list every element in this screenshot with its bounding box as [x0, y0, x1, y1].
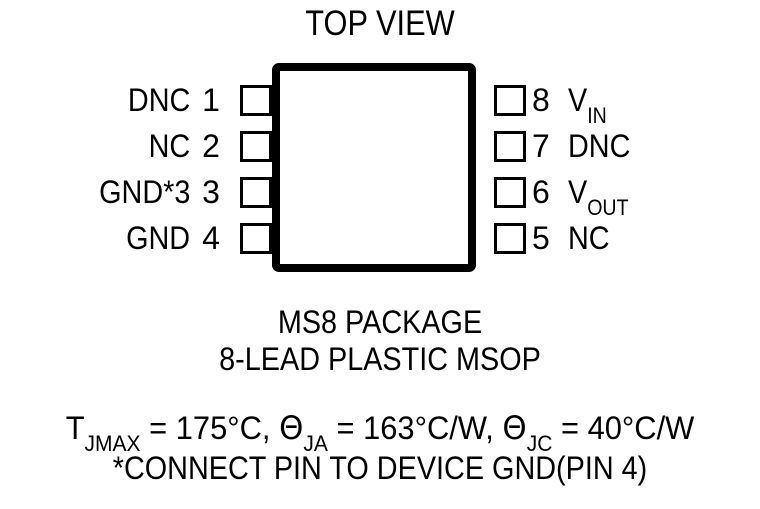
pin-number-3: 3: [202, 173, 220, 210]
pin-number-1: 1: [202, 81, 220, 118]
pin-number-7: 7: [532, 127, 550, 164]
pin-pad-1: [240, 85, 272, 116]
pin-label-row-2: NC 2: [0, 127, 228, 164]
pin-label-row-7: 7 DNC: [532, 127, 760, 164]
pin-signal-5: NC: [568, 222, 610, 254]
package-body-outline: [272, 63, 476, 272]
pin-pad-2: [240, 131, 272, 162]
tjmax-value: = 175°C,: [140, 410, 280, 446]
pin-signal-3: GND*3: [98, 173, 190, 210]
pin-signal-6-main: V: [568, 173, 588, 210]
theta-ja-symbol: Θ: [279, 409, 304, 447]
pin-signal-1: DNC: [127, 81, 190, 118]
pin-number-6: 6: [532, 173, 550, 210]
pin-pad-3: [240, 177, 272, 208]
theta-jc-value: = 40°C/W: [552, 410, 695, 446]
pin-number-8: 8: [532, 81, 550, 118]
lead-description-caption: 8-LEAD PLASTIC MSOP: [219, 341, 541, 377]
pin-number-4: 4: [202, 219, 220, 256]
pin-signal-7: DNC: [568, 130, 630, 162]
pin-signal-8-sub: IN: [587, 102, 607, 128]
pin-signal-8: VIN: [568, 81, 607, 127]
package-drawing: DNC 1 NC 2 GND*3 3 GND 4 8 VIN 7 DNC 6 V…: [0, 55, 760, 295]
pin-signal-5-main: NC: [568, 219, 610, 256]
thermal-specification: TJMAX = 175°C, ΘJA = 163°C/W, ΘJC = 40°C…: [13, 409, 746, 455]
pin-label-row-4: GND 4: [0, 219, 228, 256]
theta-ja-value: = 163°C/W,: [327, 410, 503, 446]
pin-label-row-8: 8 VIN: [532, 81, 760, 127]
pin-pad-6: [494, 177, 526, 208]
pin-pad-4: [240, 223, 272, 254]
pin-pad-7: [494, 131, 526, 162]
footnote-text: *CONNECT PIN TO DEVICE GND(PIN 4): [112, 450, 648, 486]
pin-number-2: 2: [202, 127, 220, 164]
package-name-caption: MS8 PACKAGE: [277, 304, 483, 340]
pin-signal-2: NC: [148, 127, 190, 164]
theta-ja-subscript: JA: [303, 431, 328, 457]
pin-pad-5: [494, 223, 526, 254]
pin-label-row-1: DNC 1: [0, 81, 228, 118]
diagram-title: TOP VIEW: [305, 4, 455, 43]
tjmax-symbol: T: [65, 410, 85, 446]
pin-signal-6: VOUT: [568, 173, 629, 219]
theta-jc-subscript: JC: [526, 431, 553, 457]
theta-jc-symbol: Θ: [502, 409, 527, 447]
pin-label-row-3: GND*3 3: [0, 173, 228, 210]
pin-pad-8: [494, 85, 526, 116]
pin-signal-7-main: DNC: [568, 127, 631, 164]
pin-signal-4: GND: [126, 219, 190, 256]
pin-signal-6-sub: OUT: [587, 194, 629, 220]
pin-signal-8-main: V: [568, 81, 588, 118]
pin-label-row-5: 5 NC: [532, 219, 760, 256]
pin-label-row-6: 6 VOUT: [532, 173, 760, 219]
pin-number-5: 5: [532, 219, 550, 256]
tjmax-subscript: JMAX: [84, 431, 141, 457]
